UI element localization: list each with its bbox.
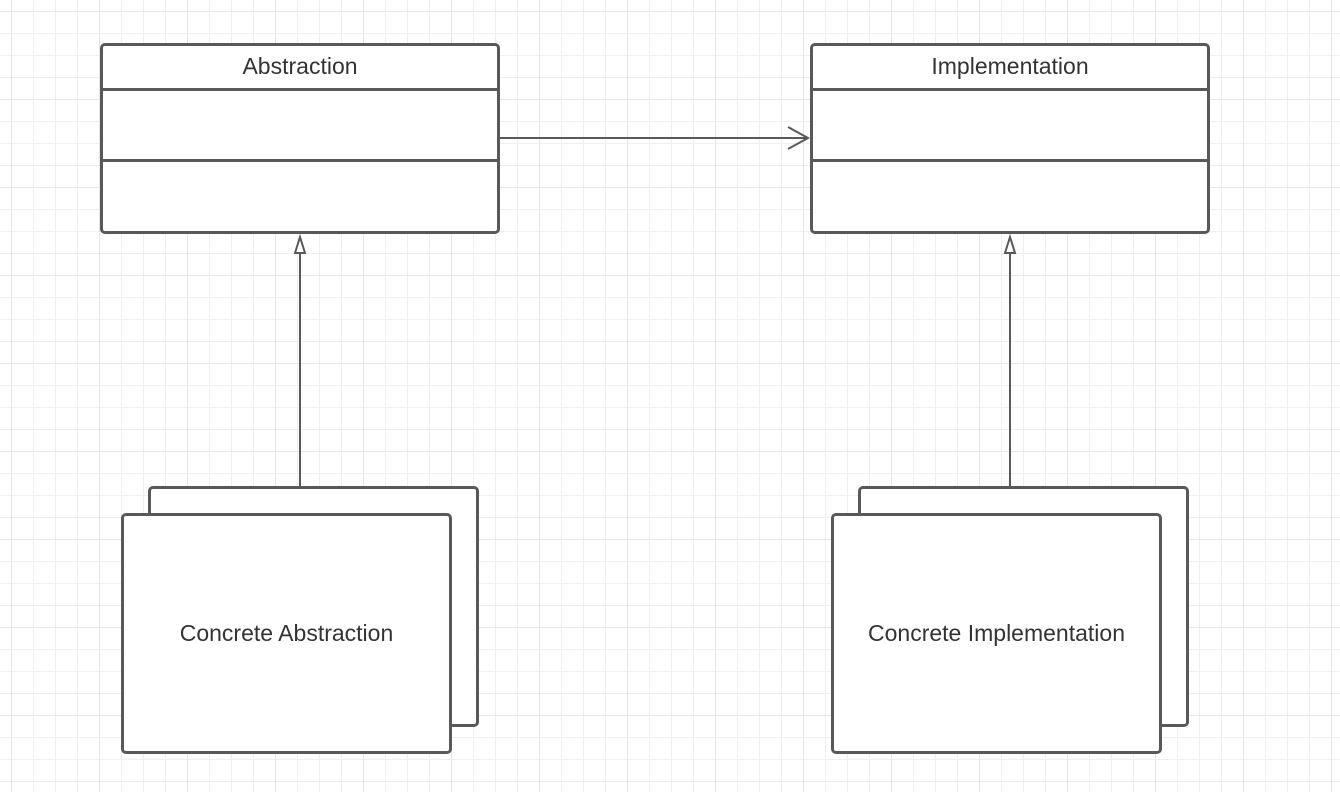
- concrete-abstraction-label[interactable]: Concrete Abstraction: [179, 620, 394, 646]
- concrete-implementation-card[interactable]: Concrete Implementation: [831, 513, 1162, 754]
- association-connector[interactable]: [500, 126, 811, 150]
- concrete-abstraction-card[interactable]: Concrete Abstraction: [121, 513, 452, 754]
- implementation-attributes-compartment[interactable]: [813, 91, 1207, 162]
- implementation-methods-compartment[interactable]: [813, 162, 1207, 231]
- generalization-connector-implementation[interactable]: [1003, 233, 1017, 487]
- concrete-implementation-label[interactable]: Concrete Implementation: [868, 620, 1125, 646]
- concrete-implementation-stack[interactable]: Concrete Implementation: [831, 486, 1189, 754]
- generalization-connector-abstraction[interactable]: [293, 233, 307, 487]
- generalization-arrowhead-abstraction: [293, 233, 307, 254]
- concrete-abstraction-stack[interactable]: Concrete Abstraction: [121, 486, 479, 754]
- implementation-class[interactable]: Implementation: [810, 43, 1210, 234]
- abstraction-class[interactable]: Abstraction: [100, 43, 500, 234]
- abstraction-methods-compartment[interactable]: [103, 162, 497, 231]
- abstraction-attributes-compartment[interactable]: [103, 91, 497, 162]
- abstraction-class-name[interactable]: Abstraction: [103, 46, 497, 91]
- association-arrowhead: [787, 126, 811, 150]
- implementation-class-name[interactable]: Implementation: [813, 46, 1207, 91]
- generalization-arrowhead-implementation: [1003, 233, 1017, 254]
